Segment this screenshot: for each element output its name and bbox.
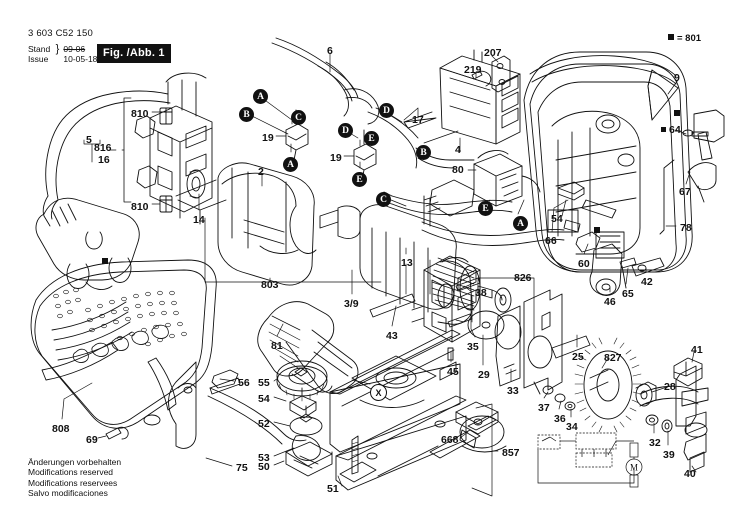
- callout-34: 34: [566, 421, 578, 433]
- callout-81: 81: [271, 340, 283, 352]
- callout-38: 38: [475, 287, 487, 299]
- stand-label: Stand: [28, 44, 51, 54]
- callout-52: 52: [258, 418, 270, 430]
- callout-39: 39: [663, 449, 675, 461]
- circled-marker-a-0: A: [253, 89, 268, 104]
- callout-668: 668: [441, 434, 459, 446]
- callout-19: 19: [330, 152, 342, 164]
- circled-marker-b-8: B: [416, 145, 431, 160]
- callout-40: 40: [684, 468, 696, 480]
- callout-45: 45: [447, 366, 459, 378]
- callout-78: 78: [680, 222, 692, 234]
- callout-36: 36: [554, 413, 566, 425]
- figure-badge: Fig. /Abb. 1: [97, 44, 171, 63]
- callout-65: 65: [622, 288, 634, 300]
- wiring-schematic: M: [536, 427, 656, 489]
- square-marker-66: [594, 227, 600, 233]
- callout-3-9: 3/9: [344, 298, 359, 310]
- footer-line-en: Modifications reserved: [28, 467, 114, 478]
- circled-marker-a-11: A: [513, 216, 528, 231]
- callout-29: 29: [478, 369, 490, 381]
- callout-75: 75: [236, 462, 248, 474]
- callout-810: 810: [131, 108, 149, 120]
- callout-56: 56: [238, 377, 250, 389]
- brace-top: }: [55, 43, 60, 55]
- circled-marker-d-7: D: [379, 103, 394, 118]
- circled-marker-x-12: X: [370, 384, 387, 401]
- callout-54: 54: [258, 393, 270, 405]
- callout-50: 50: [258, 461, 270, 473]
- circled-marker-c-2: C: [291, 110, 306, 125]
- square-marker-housing: [102, 258, 108, 264]
- callout-5: 5: [86, 134, 92, 146]
- callout-816: 816: [94, 142, 112, 154]
- callout-54: 54: [551, 213, 563, 225]
- footer-line-de: Änderungen vorbehalten: [28, 457, 122, 467]
- callout-43: 43: [386, 330, 398, 342]
- callout-14: 14: [193, 214, 205, 226]
- circled-marker-b-1: B: [239, 107, 254, 122]
- circled-marker-a-3: A: [283, 157, 298, 172]
- circled-marker-d-4: D: [338, 123, 353, 138]
- callout-808: 808: [52, 423, 70, 435]
- part-number: 3 603 C52 150: [28, 28, 93, 39]
- callout-25: 25: [572, 351, 584, 363]
- callout-35: 35: [467, 341, 479, 353]
- callout-826: 826: [514, 272, 532, 284]
- footer-line-es: Salvo modificaciones: [28, 488, 108, 499]
- circled-marker-c-9: C: [376, 192, 391, 207]
- circled-marker-e-5: E: [364, 131, 379, 146]
- callout-60: 60: [578, 258, 590, 270]
- callout-67: 67: [679, 186, 691, 198]
- footer-disclaimer: Änderungen vorbehalten Modifications res…: [28, 457, 121, 499]
- callout-803: 803: [261, 279, 279, 291]
- issue-label: Issue: [28, 54, 49, 64]
- circled-marker-e-10: E: [478, 201, 493, 216]
- callout-64: 64: [661, 124, 681, 136]
- legend-801-text: = 801: [677, 33, 702, 44]
- callout-4: 4: [455, 144, 461, 156]
- callout-2: 2: [258, 166, 264, 178]
- callout-810: 810: [131, 201, 149, 213]
- stand-issue-block: Stand} 09-06 Issue 10-05-18: [28, 43, 98, 65]
- callout-857: 857: [502, 447, 520, 459]
- legend-801: = 801: [668, 33, 701, 44]
- callout-6: 6: [327, 45, 333, 57]
- callout-37: 37: [538, 402, 550, 414]
- callout-219: 219: [464, 64, 482, 76]
- date-current: 10-05-18: [63, 54, 98, 64]
- callout-28: 28: [664, 381, 676, 393]
- callout-16: 16: [98, 154, 110, 166]
- callout-69: 69: [86, 434, 98, 446]
- motor-symbol-label: M: [630, 463, 638, 473]
- callout-55: 55: [258, 377, 270, 389]
- callout-207: 207: [484, 47, 502, 59]
- circled-marker-e-6: E: [352, 172, 367, 187]
- callout-13: 13: [401, 257, 413, 269]
- callout-19: 19: [262, 132, 274, 144]
- square-marker-9: [674, 110, 680, 116]
- callout-33: 33: [507, 385, 519, 397]
- callout-80: 80: [452, 164, 464, 176]
- callout-41: 41: [691, 344, 703, 356]
- callout-46: 46: [604, 296, 616, 308]
- callout-17: 17: [412, 114, 424, 126]
- callout-827: 827: [604, 352, 622, 364]
- callout-32: 32: [649, 437, 661, 449]
- callout-42: 42: [641, 276, 653, 288]
- square-legend-icon: [668, 34, 674, 40]
- callout-9: 9: [674, 72, 680, 84]
- callout-66: 66: [545, 235, 557, 247]
- brace-bottom: [54, 54, 61, 64]
- callout-51: 51: [327, 483, 339, 495]
- date-superseded: 09-06: [63, 44, 86, 54]
- square-legend-icon: [661, 127, 666, 132]
- callout-text: 64: [669, 124, 681, 136]
- callout-53: 53: [258, 452, 270, 464]
- footer-line-fr: Modifications reservees: [28, 477, 118, 488]
